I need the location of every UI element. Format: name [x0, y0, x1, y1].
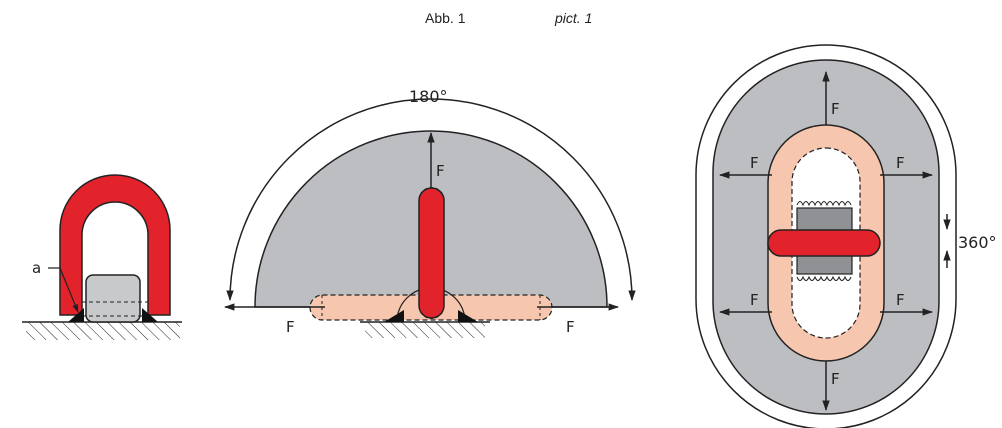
- ground-hatch: [26, 322, 180, 340]
- base-block: [85, 274, 141, 323]
- lifting-ring: [59, 174, 171, 316]
- weld-seam-left: [384, 310, 404, 322]
- spring-bottom: [796, 275, 852, 281]
- weld-leader: [48, 267, 79, 313]
- range-arc: [226, 98, 636, 302]
- force-label-upper-left: F: [750, 154, 759, 172]
- force-label-right: F: [566, 318, 575, 336]
- force-label-lower-left: F: [750, 291, 759, 309]
- caption-german: Abb. 1: [425, 10, 466, 26]
- ring-horizontal: [767, 229, 881, 257]
- ground-hatch: [365, 322, 485, 338]
- spring-top: [796, 201, 852, 207]
- weld-label: a: [32, 259, 41, 277]
- ring-vertical: [418, 187, 445, 319]
- force-label-up: F: [831, 100, 840, 118]
- figure-side-view: a: [22, 174, 182, 340]
- force-label-upper-right: F: [896, 154, 905, 172]
- angle-label: 360°: [958, 233, 997, 252]
- weld-seam-right: [142, 308, 158, 322]
- force-label-left: F: [286, 318, 295, 336]
- figure-full-range: F F F F F F 360°: [695, 44, 997, 428]
- force-label-lower-right: F: [896, 291, 905, 309]
- weld-seam-left: [68, 308, 84, 322]
- range-loop: [695, 44, 957, 428]
- weld-seam-right: [458, 310, 478, 322]
- caption-english: pict. 1: [555, 10, 593, 26]
- figure-caption: Abb. 1 pict. 1: [0, 10, 1002, 30]
- hidden-edge: [418, 305, 445, 319]
- force-label-down: F: [831, 370, 840, 388]
- force-label-up: F: [436, 162, 445, 180]
- angle-label: 180°: [409, 87, 448, 106]
- figure-half-range: 180° F F F: [223, 87, 636, 338]
